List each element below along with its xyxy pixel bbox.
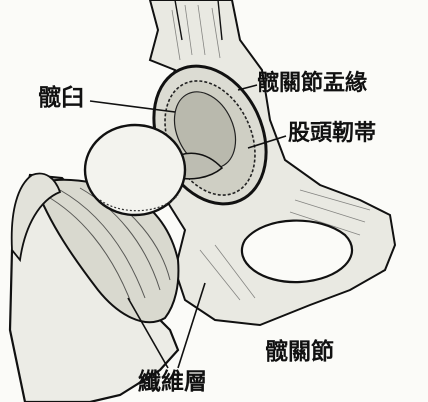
label-hip-joint: 髋關節: [265, 340, 334, 363]
label-ligament-of-head: 股頭靭帯: [288, 122, 376, 144]
label-acetabular-rim: 髋關節盂緣: [257, 72, 367, 94]
obturator-foramen: [242, 221, 352, 283]
label-fibrous-layer: 纖維層: [138, 370, 207, 393]
label-acetabulum: 髋臼: [38, 86, 84, 109]
